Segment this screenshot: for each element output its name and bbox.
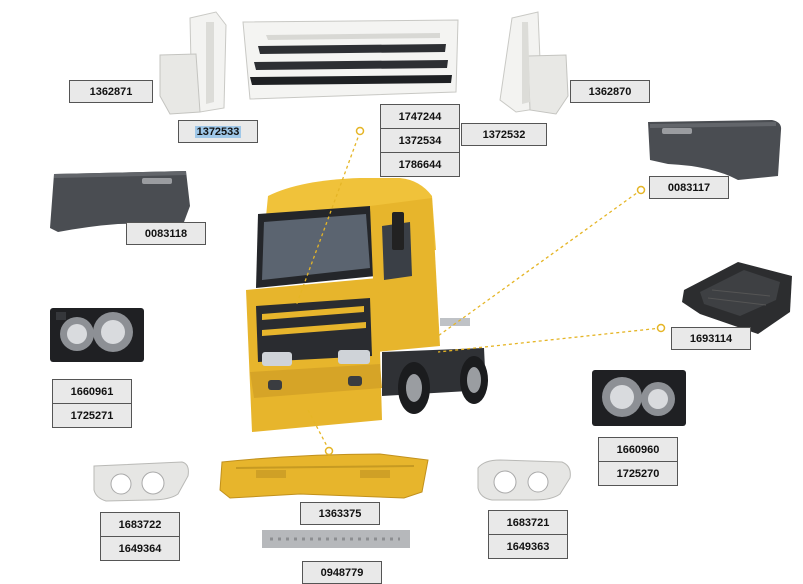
truck-image: [246, 178, 488, 432]
label-corner-left: 1362871: [69, 80, 153, 103]
bumper-strip-image: [262, 530, 410, 548]
fog-surround-right-image: [477, 459, 571, 501]
corner-deflector-right-image: [499, 11, 569, 115]
label-bumper: 1363375: [300, 502, 380, 525]
label-bumper-strip: 0948779: [302, 561, 382, 584]
label-corner-right: 1362870: [570, 80, 650, 103]
label-step-cover: 1693114: [671, 327, 751, 350]
door-panel-left-image: [50, 171, 190, 232]
label-fog-surround-right-1: 1683721: [488, 510, 568, 535]
label-fog-surround-right-2: 1649363: [488, 534, 568, 559]
front-bumper-image: [219, 453, 429, 499]
callout-dots: [324, 126, 666, 456]
headlamp-right-image: [592, 370, 686, 426]
label-door-panel-left: 0083118: [126, 222, 206, 245]
callout-lines: [295, 131, 662, 451]
label-door-panel-right: 0083117: [649, 176, 729, 199]
label-headlamp-left-2: 1725271: [52, 403, 132, 428]
label-grille-3: 1786644: [380, 152, 460, 177]
door-panel-right-image: [648, 120, 782, 180]
label-grille-1: 1747244: [380, 104, 460, 129]
label-fog-surround-left-2: 1649364: [100, 536, 180, 561]
label-headlamp-right-2: 1725270: [598, 461, 678, 486]
label-corner-left-sub: 1372533: [178, 120, 258, 143]
step-cover-image: [682, 262, 792, 334]
label-fog-surround-left-1: 1683722: [100, 512, 180, 537]
front-grille-image: [242, 19, 459, 100]
fog-surround-left-image: [93, 461, 189, 502]
label-headlamp-right-1: 1660960: [598, 437, 678, 462]
headlamp-left-image: [50, 308, 144, 362]
label-headlamp-left-1: 1660961: [52, 379, 132, 404]
label-grille-2: 1372534: [380, 128, 460, 153]
label-corner-right-sub: 1372532: [461, 123, 547, 146]
corner-deflector-left-image: [159, 11, 227, 115]
